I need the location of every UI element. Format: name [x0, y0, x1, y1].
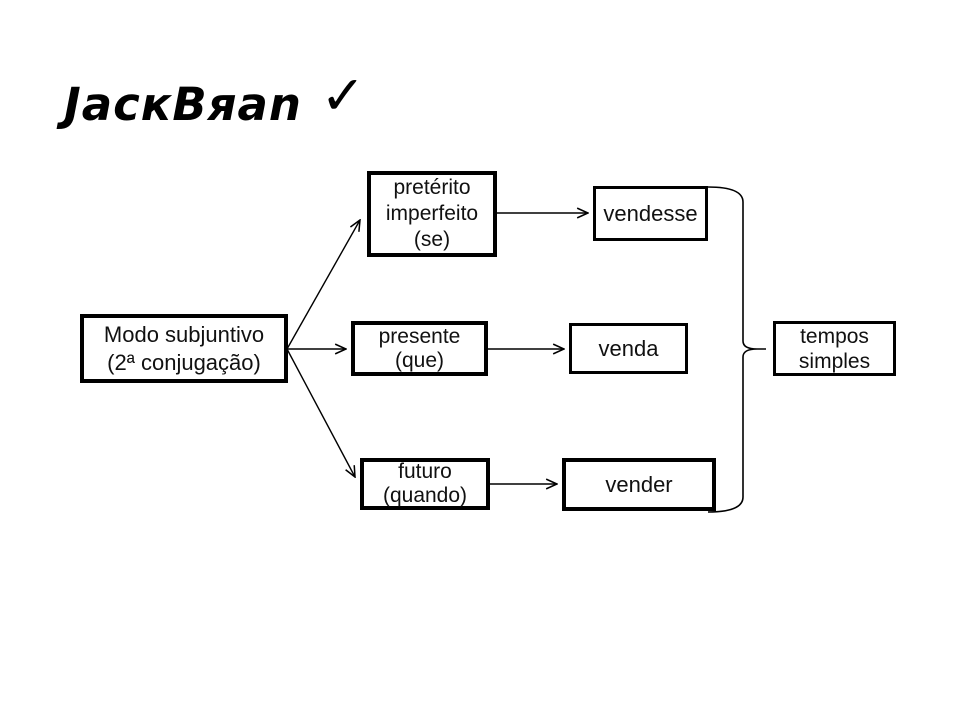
node-label-line: futuro — [398, 460, 452, 483]
node-label-line: (quando) — [382, 484, 468, 507]
node-label-line: vendesse — [603, 201, 698, 226]
node-label-line: tempos — [800, 324, 869, 348]
node-label-line: (que) — [394, 348, 445, 372]
node-label-line: venda — [598, 336, 659, 361]
node-label-line: (2ª conjugação) — [107, 349, 261, 375]
logo: JacкBяan ✓ — [64, 64, 366, 131]
node-label-line: (se) — [413, 228, 451, 251]
node-venda: venda — [569, 323, 688, 374]
node-label-line: imperfeito — [385, 202, 479, 225]
node-tempos-simples: tempos simples — [773, 321, 896, 376]
arrow-root-to-futuro — [286, 348, 355, 477]
node-label-line: simples — [798, 349, 871, 373]
node-futuro: futuro (quando) — [360, 458, 490, 510]
node-preterito-imperfeito: pretérito imperfeito (se) — [367, 171, 497, 257]
checkmark-icon: ✓ — [320, 64, 366, 127]
node-label-line: presente — [378, 324, 461, 348]
grouping-brace — [707, 186, 766, 513]
node-label-line: Modo subjuntivo — [103, 321, 265, 347]
node-vender: vender — [562, 458, 716, 511]
node-label-line: vender — [605, 472, 673, 497]
logo-text: JacкBяan — [64, 78, 302, 131]
arrow-root-to-preterito — [286, 220, 360, 350]
node-modo-subjuntivo: Modo subjuntivo (2ª conjugação) — [80, 314, 288, 383]
node-presente: presente (que) — [351, 321, 488, 376]
node-vendesse: vendesse — [593, 186, 708, 241]
node-label-line: pretérito — [393, 176, 471, 199]
